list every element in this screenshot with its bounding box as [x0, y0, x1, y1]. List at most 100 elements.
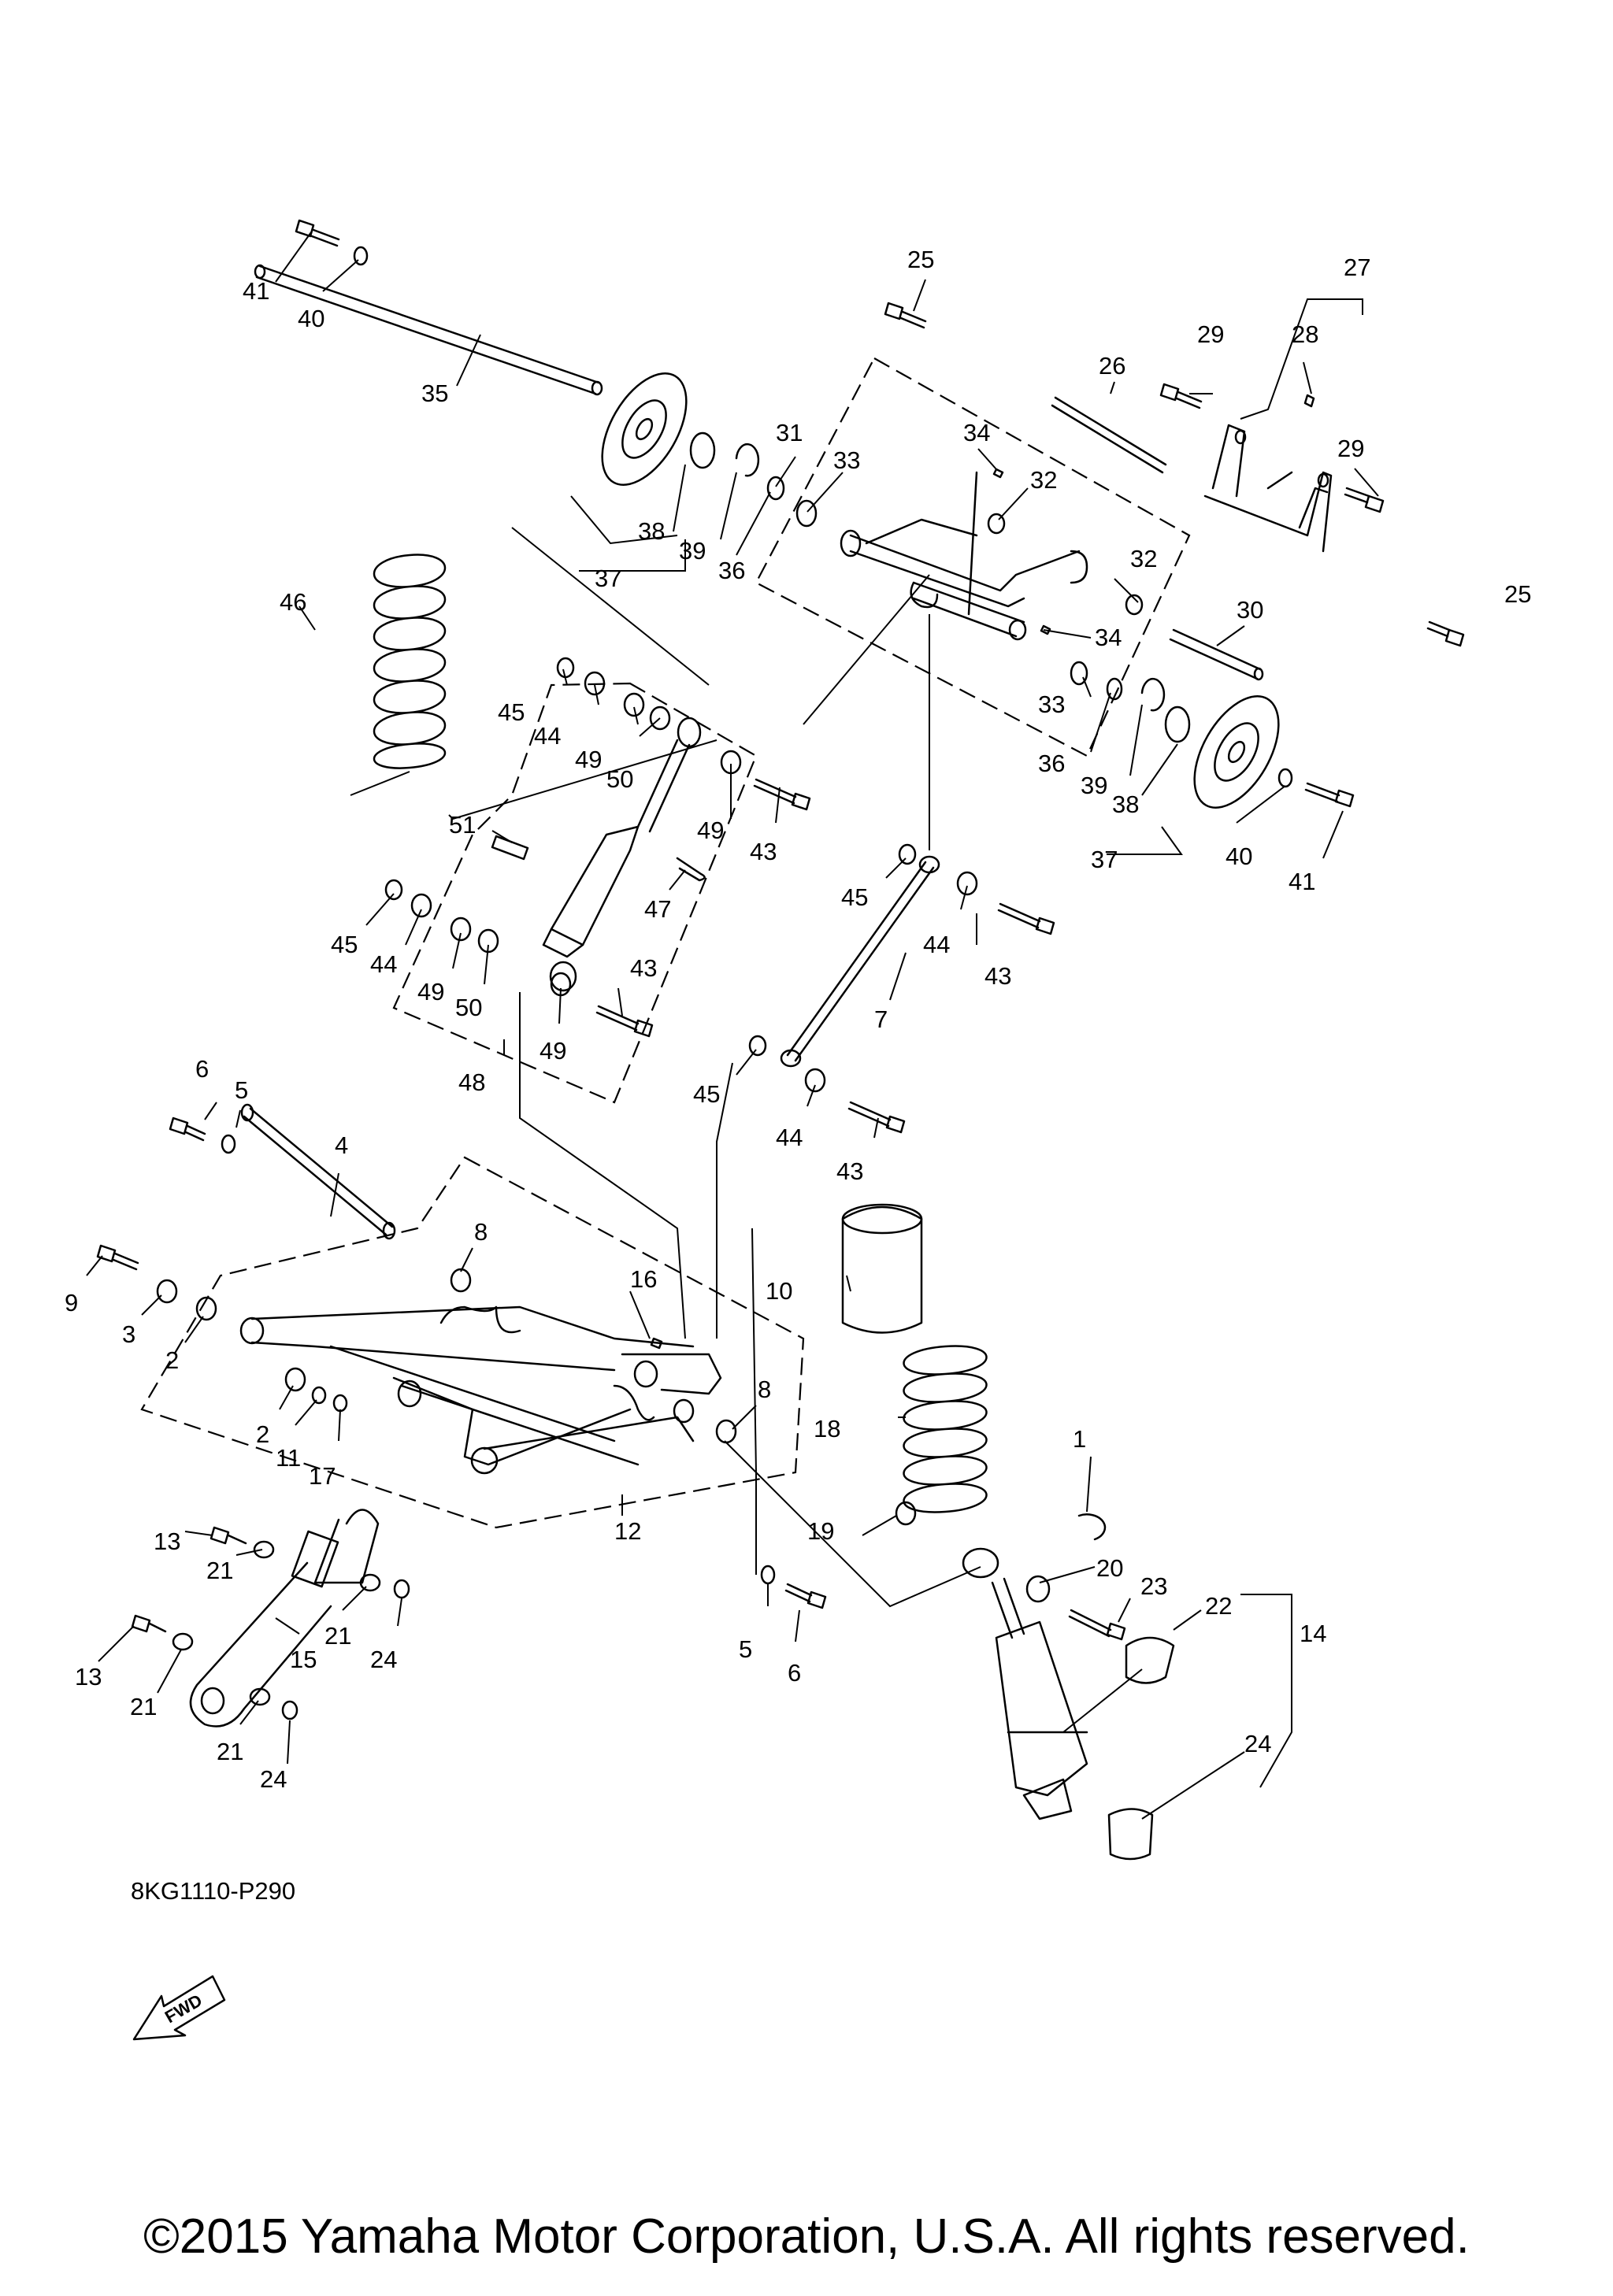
front-axle-washer	[353, 246, 369, 266]
callout-7b: 6	[788, 1659, 801, 1687]
callout-32a: 32	[1030, 466, 1057, 494]
wheel-bolt-right	[1304, 782, 1355, 808]
callout-6b: 5	[739, 1635, 752, 1663]
callout-40a: 40	[298, 305, 324, 332]
callout-44c: 44	[923, 931, 950, 958]
upper-bushing-32a	[987, 513, 1006, 535]
front-axle-bolt	[295, 219, 340, 247]
callout-4a: 8	[474, 1218, 488, 1246]
callout-34a: 34	[963, 419, 990, 446]
upper-shaft-30	[1169, 628, 1264, 681]
grease-nipple-34b	[1040, 624, 1051, 635]
collar-44d	[804, 1068, 826, 1093]
callout-44d: 44	[776, 1124, 803, 1151]
collar-9	[156, 1279, 178, 1304]
collar-45d	[748, 1035, 767, 1057]
wheel-washer-right	[1277, 768, 1293, 788]
callout-38b: 38	[1112, 791, 1139, 818]
callout-10: 11	[276, 1444, 301, 1472]
callout-labels: 41 40 35 25 27 26 29 28 29 34 31 33 32 3…	[65, 246, 1531, 1793]
bolt-7a	[169, 1117, 206, 1142]
group-outline-1	[140, 1156, 805, 1529]
callout-13c: 21	[130, 1693, 157, 1720]
rear-shock-absorber	[962, 1547, 1088, 1820]
seal-49c	[450, 917, 472, 942]
callout-29a: 29	[1197, 320, 1224, 348]
callout-6a: 5	[235, 1076, 248, 1104]
bolt-7b	[784, 1583, 827, 1609]
grease-nipple-28	[1303, 394, 1315, 408]
bushing-23	[1125, 1636, 1175, 1684]
callout-20: 23	[1140, 1572, 1167, 1600]
washer-13d	[249, 1687, 271, 1706]
spacer-51	[491, 835, 529, 861]
callout-36b: 36	[1038, 750, 1065, 777]
clip-47	[676, 857, 706, 882]
bolt-25b	[1426, 620, 1465, 647]
callout-13a: 21	[206, 1557, 233, 1584]
callout-36a: 36	[718, 557, 745, 584]
callout-41b: 41	[1289, 868, 1315, 895]
callout-12a: 13	[154, 1528, 180, 1555]
grease-nipple-2	[650, 1337, 663, 1350]
bushing-3a	[195, 1296, 217, 1321]
callout-50b: 50	[455, 994, 482, 1021]
callout-29b: 29	[1337, 435, 1364, 462]
callout-46: 46	[280, 588, 306, 616]
callout-47: 47	[644, 895, 671, 923]
callout-7a: 6	[195, 1055, 209, 1083]
nut-15a	[393, 1579, 410, 1599]
seal-49a	[623, 692, 645, 717]
callout-37a: 37	[595, 565, 621, 592]
callout-38a: 38	[638, 517, 665, 545]
callout-28: 28	[1292, 320, 1318, 348]
group-outline-48	[392, 682, 758, 1104]
callout-2: 16	[630, 1265, 657, 1293]
callout-42: 7	[874, 1005, 888, 1033]
bushing-4a	[450, 1268, 472, 1293]
nut-15b	[281, 1700, 298, 1720]
callout-22: 14	[1300, 1620, 1326, 1647]
callout-50a: 50	[606, 765, 633, 793]
callout-39a: 39	[679, 537, 706, 565]
washer-6b	[760, 1565, 776, 1585]
mounting-bracket	[1203, 424, 1333, 553]
bolt-43a	[753, 778, 811, 811]
bearing-right	[1164, 705, 1191, 743]
callout-49b: 49	[697, 817, 724, 844]
callout-44b: 44	[370, 950, 397, 978]
callout-19: 20	[1096, 1554, 1123, 1582]
front-idler-wheel-left	[601, 372, 688, 486]
callout-9: 3	[122, 1320, 135, 1348]
callout-35: 35	[421, 380, 448, 407]
grease-nipple-34a	[992, 468, 1004, 479]
callout-49c: 49	[417, 978, 444, 1005]
leader-lines	[86, 231, 1379, 1820]
bolt-43d	[847, 1101, 906, 1134]
callout-13b: 21	[324, 1622, 351, 1650]
callout-37b: 37	[1091, 846, 1118, 873]
collar-45c	[898, 843, 917, 865]
callout-39b: 39	[1081, 772, 1107, 799]
callout-44a: 44	[534, 722, 561, 750]
collar-45b	[384, 879, 403, 901]
washer-10	[311, 1386, 327, 1405]
callout-25b: 25	[1504, 580, 1531, 608]
callout-41a: 41	[243, 277, 269, 305]
callout-14: 15	[290, 1646, 317, 1673]
callout-26: 26	[1099, 352, 1125, 380]
copyright-notice: ©2015 Yamaha Motor Corporation, U.S.A. A…	[143, 2209, 1470, 2264]
callout-45d: 45	[693, 1080, 720, 1108]
washer-13c	[172, 1632, 194, 1651]
washer-right-36	[1106, 677, 1123, 701]
collar-45a	[556, 657, 575, 679]
bushing-24	[1107, 1808, 1154, 1861]
callout-43a: 43	[750, 838, 777, 865]
callout-24: 24	[1244, 1730, 1271, 1757]
front-axle-shaft	[254, 264, 603, 396]
callout-4b: 8	[758, 1376, 771, 1403]
rear-spring-17	[903, 1345, 988, 1513]
washer-13a	[253, 1540, 275, 1559]
callout-18: 1	[1073, 1425, 1086, 1453]
